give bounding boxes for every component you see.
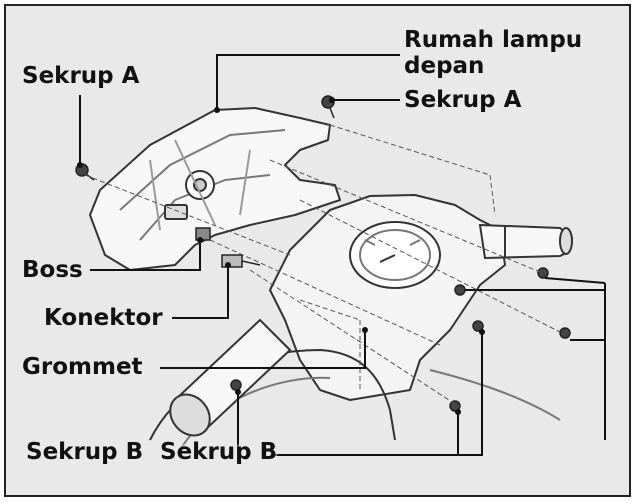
label-boss: Boss xyxy=(22,257,83,283)
label-grommet: Grommet xyxy=(22,354,143,380)
left-grip xyxy=(169,318,292,437)
label-headlamp-housing-line2: depan xyxy=(404,53,485,79)
right-grip xyxy=(478,223,574,260)
screws-b xyxy=(230,267,571,412)
leader-lines xyxy=(79,54,606,456)
handlebar-body xyxy=(149,194,561,451)
label-connector: Konektor xyxy=(44,305,163,331)
speedometer-icon xyxy=(349,221,441,289)
label-screw-a-top: Sekrup A xyxy=(404,87,522,113)
assembly-guide-lines xyxy=(84,124,561,405)
label-screw-b-right: Sekrup B xyxy=(160,439,278,465)
label-headlamp-housing-line1: Rumah lampu xyxy=(404,27,583,53)
leader-dots xyxy=(77,97,485,415)
label-screw-b-left: Sekrup B xyxy=(26,439,144,465)
headlamp-housing xyxy=(89,107,341,271)
label-screw-a-left: Sekrup A xyxy=(22,63,140,89)
